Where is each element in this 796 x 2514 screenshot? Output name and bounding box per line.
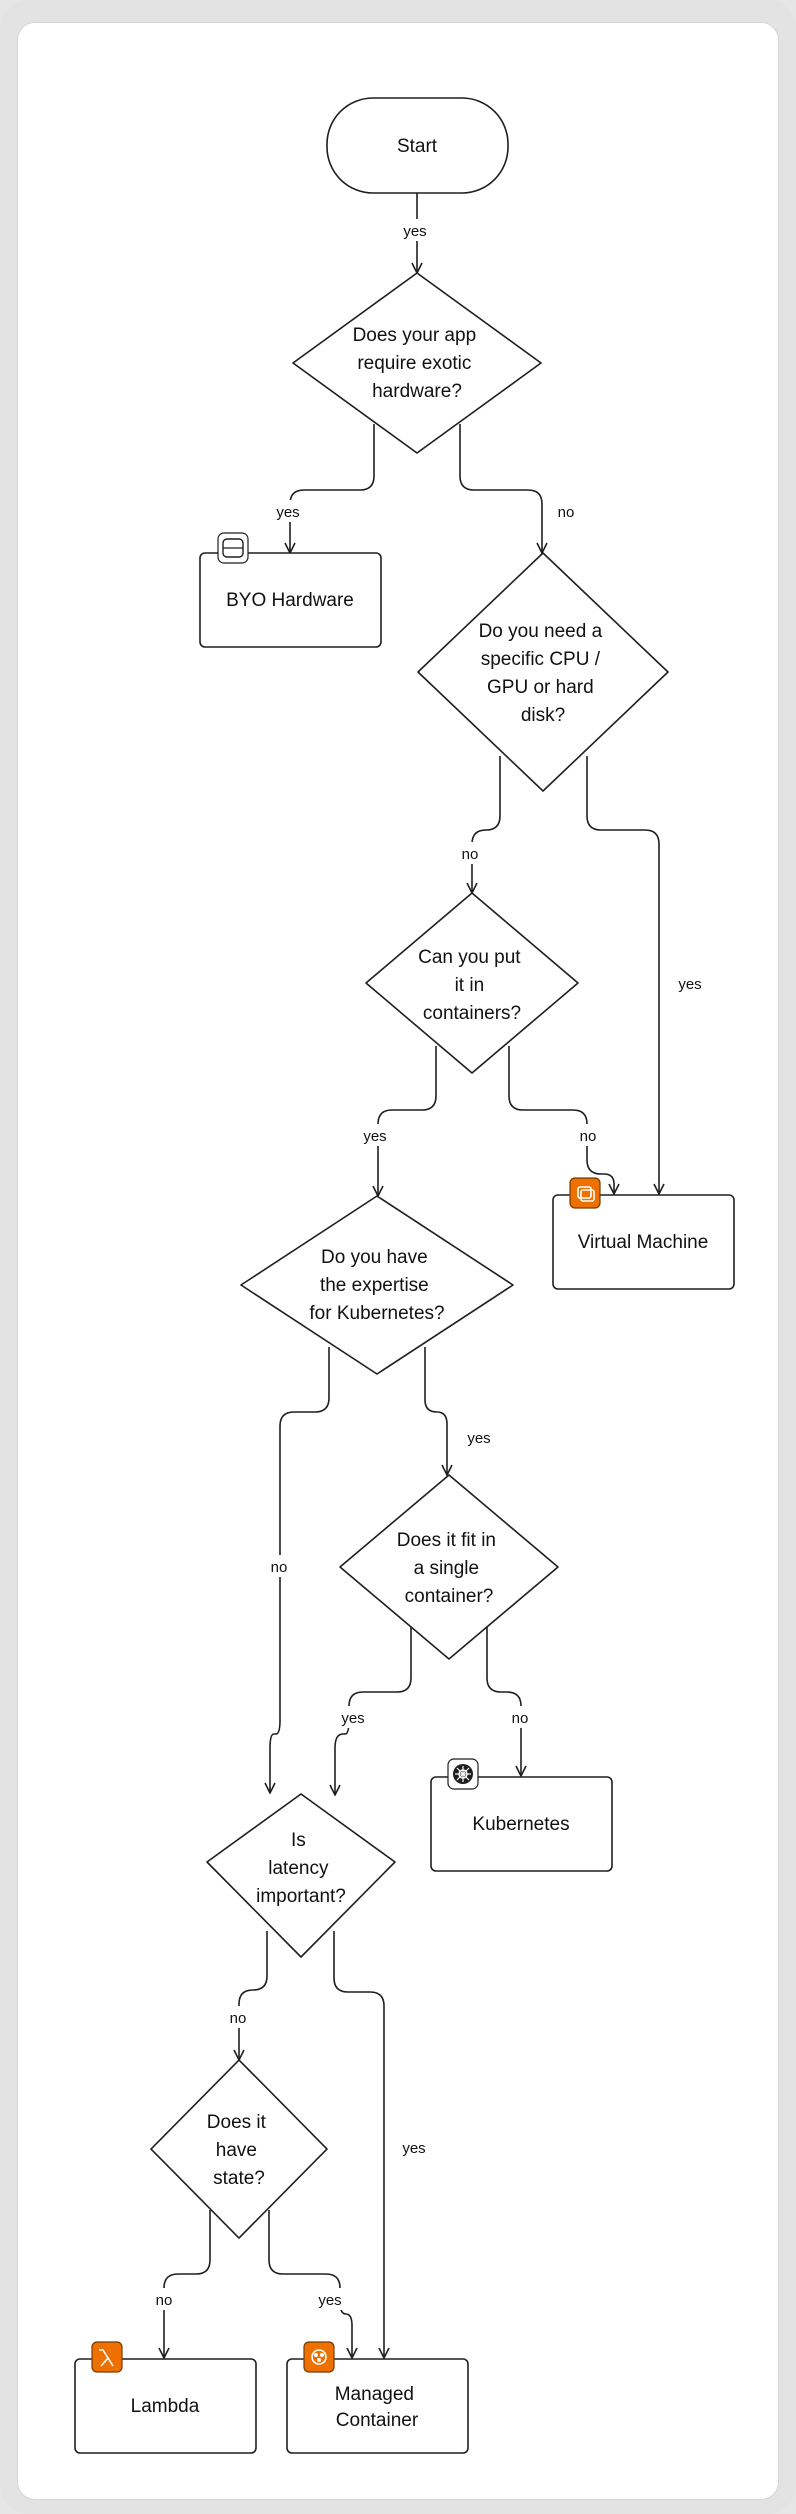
decision-containers-line-1: Can you put [418,947,521,968]
edge-exotic-cpu [459,424,542,553]
decision-state-line-2: have [216,2140,257,2161]
decision-specific-cpu[interactable]: Do you need a specific CPU / GPU or hard… [417,552,669,792]
decision-exotic-line-3: hardware? [372,381,462,402]
svg-text:Does it have state: Does it have state? [207,2112,271,2189]
decision-state-line-1: Does it [207,2112,267,2133]
svg-text:Managed Container: Managed Container [335,2384,420,2431]
node-managed-line-2: Container [336,2410,419,2431]
edge-label-cpu-containers: no [462,846,479,863]
svg-text:Can you put it in: Can you put it in containers? [418,947,526,1024]
svg-text:Does it fit in a single: Does it fit in a single container? [397,1530,502,1607]
node-kubernetes-label: Kubernetes [472,1814,569,1835]
node-byo-label: BYO Hardware [226,590,354,611]
node-lambda-label: Lambda [131,2396,200,2417]
aws-lambda-icon [91,2341,123,2373]
decision-containers[interactable]: Can you put it in containers? [365,892,579,1074]
decision-single-container[interactable]: Does it fit in a single container? [339,1474,559,1660]
svg-text:Do you have the expertis: Do you have the expertise for Kubernetes… [309,1247,444,1324]
decision-single-line-3: container? [405,1586,494,1607]
edge-k8s-single [424,1347,447,1475]
edge-cpu-containers [472,756,501,893]
edge-label-containers-k8s: yes [363,1128,386,1145]
aws-fargate-icon [303,2341,335,2373]
decision-latency[interactable]: Is latency important? [206,1793,396,1958]
decision-k8s-line-2: the expertise [320,1275,429,1296]
edge-label-k8s-latency: no [271,1559,288,1576]
edge-label-single-kubernetes: no [512,1710,529,1727]
node-lambda[interactable]: Lambda [74,2341,257,2454]
decision-single-line-1: Does it fit in [397,1530,496,1551]
decision-exotic-hardware[interactable]: Does your app require exotic hardware? [292,272,542,454]
edge-label-latency-state: no [230,2010,247,2027]
decision-exotic-line-2: require exotic [357,353,471,374]
edge-single-kubernetes [486,1626,521,1776]
edge-label-cpu-vm: yes [678,976,701,993]
decision-latency-line-2: latency [268,1858,329,1879]
node-byo-hardware[interactable]: BYO Hardware [199,532,382,648]
node-virtual-machine[interactable]: Virtual Machine [552,1177,735,1290]
edge-containers-vm [508,1046,614,1194]
edge-cpu-vm [586,756,659,1194]
decision-k8s-line-1: Do you have [321,1247,428,1268]
decision-cpu-line-2: specific CPU / [481,649,601,670]
edge-state-managed [268,2210,352,2358]
decision-cpu-line-4: disk? [521,705,565,726]
edge-latency-managed [333,1931,384,2358]
edge-label-latency-managed: yes [402,2140,425,2157]
edge-label-start-exotic: yes [403,223,426,240]
decision-state-line-3: state? [213,2168,265,2189]
node-managed-container[interactable]: Managed Container [286,2341,469,2454]
edge-containers-k8s [378,1046,437,1196]
edge-label-containers-vm: no [580,1128,597,1145]
decision-k8s-line-3: for Kubernetes? [309,1303,444,1324]
edge-label-single-latency: yes [341,1710,364,1727]
svg-text:Does your app require ex: Does your app require exotic hardware? [353,325,482,402]
svg-text:Is latency importa: Is latency important? [256,1830,346,1907]
decision-latency-line-1: Is [291,1830,306,1851]
decision-latency-line-3: important? [256,1886,346,1907]
edge-label-state-managed: yes [318,2292,341,2309]
node-vm-label: Virtual Machine [578,1232,709,1253]
edge-label-exotic-cpu: no [558,504,575,521]
edge-exotic-byo [290,424,375,553]
decision-single-line-2: a single [414,1558,480,1579]
aws-ec2-icon [569,1177,601,1209]
kubernetes-icon [447,1758,479,1790]
node-managed-line-1: Managed [335,2384,414,2405]
decision-containers-line-3: containers? [423,1003,521,1024]
decision-kubernetes-expertise[interactable]: Do you have the expertise for Kubernetes… [240,1195,514,1375]
edge-label-k8s-single: yes [467,1430,490,1447]
edge-label-state-lambda: no [156,2292,173,2309]
edge-latency-state [239,1931,268,2060]
edge-label-exotic-byo: yes [276,504,299,521]
node-kubernetes[interactable]: Kubernetes [430,1758,613,1872]
edge-state-lambda [164,2210,211,2358]
edge-labels: yes yes no no yes yes no yes no yes no n… [150,219,707,2310]
decision-exotic-line-1: Does your app [353,325,477,346]
decision-cpu-line-1: Do you need a [479,621,603,642]
hard-drive-icon [217,532,249,564]
node-start[interactable]: Start [326,97,509,194]
decision-cpu-line-3: GPU or hard [487,677,594,698]
node-start-label: Start [397,136,438,157]
svg-text:Do you need a specific C: Do you need a specific CPU / GPU or hard… [479,621,608,726]
decision-containers-line-2: it in [455,975,485,996]
decision-state[interactable]: Does it have state? [150,2059,328,2239]
